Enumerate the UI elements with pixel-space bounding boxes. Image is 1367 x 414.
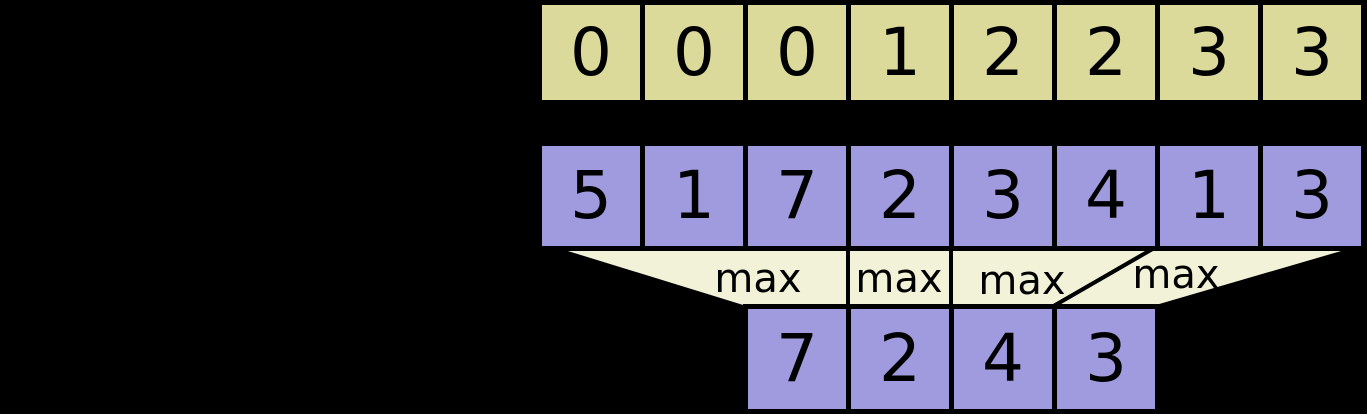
segment-id-cell-2: 0 [743, 0, 851, 105]
output-cell-3: 3 [1052, 304, 1160, 414]
segment-id-cell-3: 1 [846, 0, 954, 105]
funnel-label-1: max [855, 256, 942, 302]
funnel-label-2: max [978, 258, 1065, 304]
data-values-row: 5 1 7 2 3 4 1 3 [537, 141, 1366, 251]
segment-id-cell-7: 3 [1258, 0, 1366, 105]
segment-id-cell-5: 2 [1052, 0, 1160, 105]
segment-id-cell-4: 2 [949, 0, 1057, 105]
data-cell-4: 3 [949, 141, 1057, 251]
funnel-label-3: max [1132, 252, 1219, 298]
segment-id-cell-6: 3 [1155, 0, 1263, 105]
segment-ids-row: 0 0 0 1 2 2 3 3 [537, 0, 1366, 105]
funnel-shape-0 [547, 245, 850, 309]
data-cell-1: 1 [640, 141, 748, 251]
data-cell-5: 4 [1052, 141, 1160, 251]
output-cell-2: 4 [949, 304, 1057, 414]
output-values-row: 7 2 4 3 [743, 304, 1160, 414]
output-cell-0: 7 [743, 304, 851, 414]
segment-id-cell-1: 0 [640, 0, 748, 105]
funnel-label-0: max [714, 256, 801, 302]
data-cell-6: 1 [1155, 141, 1263, 251]
data-cell-2: 7 [743, 141, 851, 251]
segment-id-cell-0: 0 [537, 0, 645, 105]
output-cell-1: 2 [846, 304, 954, 414]
data-cell-3: 2 [846, 141, 954, 251]
data-cell-0: 5 [537, 141, 645, 251]
data-cell-7: 3 [1258, 141, 1366, 251]
